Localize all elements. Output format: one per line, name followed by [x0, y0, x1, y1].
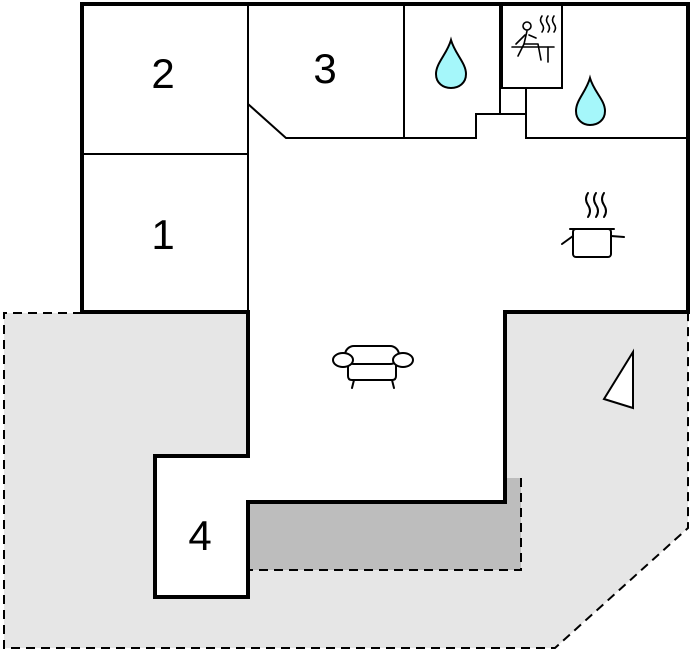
sofa-icon [332, 345, 414, 389]
cooking-pot-icon [561, 192, 625, 258]
terrace-outline [3, 312, 689, 649]
sauna-icon [511, 15, 557, 63]
water-drop-icon [434, 36, 468, 90]
water-drop-icon [574, 74, 607, 127]
covered-terrace-outline [250, 478, 522, 571]
building-floor [82, 4, 688, 597]
exterior-walls [80, 2, 690, 599]
room-label-3: 3 [313, 45, 336, 92]
interior-walls [82, 3, 688, 312]
room-label-2: 2 [151, 50, 174, 97]
north-arrow-icon [602, 348, 634, 410]
room-label-1: 1 [151, 211, 174, 258]
room-label-4: 4 [188, 512, 211, 559]
